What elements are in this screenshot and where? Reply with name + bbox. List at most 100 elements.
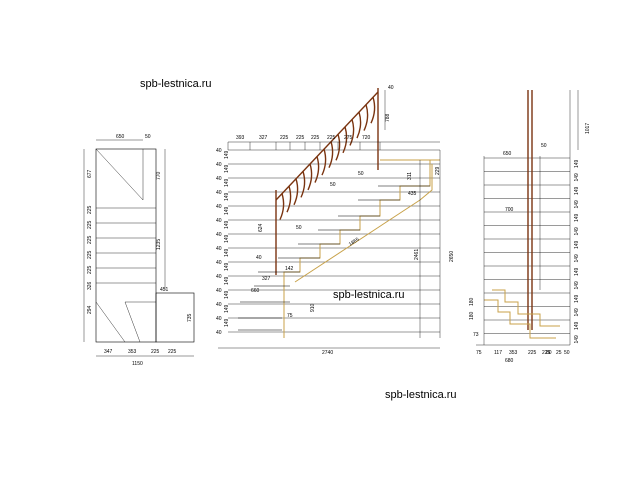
- front-dim-mid: 700: [505, 207, 514, 213]
- side-handrail: [275, 91, 379, 201]
- plan-dim-bottom: 353: [128, 349, 137, 355]
- side-dim-inner: 50: [330, 182, 336, 188]
- side-baluster: [293, 178, 299, 206]
- front-dim-right: 149: [574, 213, 580, 222]
- side-dim-left-inner: 149: [224, 178, 230, 187]
- side-dim-left: 40: [216, 162, 222, 168]
- side-baluster: [307, 163, 313, 191]
- side-baluster: [321, 148, 327, 176]
- plan-landing: [155, 292, 195, 343]
- side-dim-inner: 660: [251, 288, 260, 294]
- front-dim-bottom: 117: [494, 350, 502, 356]
- front-dim-bottom: 225: [528, 350, 537, 356]
- plan-treads: [96, 207, 156, 284]
- side-dim-rail-top: 40: [388, 85, 394, 91]
- side-baluster: [342, 126, 348, 154]
- side-dim-inner: 624: [258, 223, 264, 232]
- front-dim-bottom: 75: [476, 350, 482, 356]
- side-dim-inner: 50: [358, 171, 364, 177]
- plan-dim-left: 225: [87, 205, 93, 214]
- side-dim-left-inner: 149: [224, 220, 230, 229]
- side-baluster: [349, 119, 355, 146]
- side-dim-top: 275: [344, 135, 353, 141]
- plan-dim-top: 50: [145, 134, 151, 140]
- plan-dim-bottom: 225: [168, 349, 177, 355]
- side-dim-inner: 142: [285, 266, 294, 272]
- side-baluster: [370, 96, 376, 124]
- side-grid-verticals: [227, 142, 381, 150]
- front-dim-total: 680: [505, 358, 514, 364]
- plan-dim-total: 1150: [132, 361, 143, 367]
- front-level-lines: [484, 157, 570, 334]
- side-dim-inner: 75: [287, 313, 293, 319]
- side-dim-left: 40: [216, 190, 222, 196]
- front-bottom-steps: [492, 289, 560, 327]
- front-right-dims: 1491491491491491491491491491491491491491…: [574, 159, 580, 343]
- side-balusters: [279, 96, 376, 220]
- side-dim-left: 40: [216, 148, 222, 154]
- front-dim-bottom: 225: [542, 350, 551, 356]
- side-dim-left-inner: 149: [224, 248, 230, 257]
- side-dim-bottom: 2740: [322, 350, 333, 356]
- plan-dim-right: 770: [156, 171, 162, 180]
- side-dim-inner: 910: [310, 303, 316, 312]
- side-dim-left-inner: 149: [224, 304, 230, 313]
- side-dim-height-1: 2461: [414, 249, 420, 260]
- side-dim-inner: 327: [262, 276, 271, 282]
- side-dim-rail-side: 788: [385, 113, 391, 122]
- front-dim-rail-height: 1017: [585, 123, 591, 134]
- side-dim-left-inner: 149: [224, 290, 230, 299]
- side-stringer-inner: [294, 164, 433, 283]
- side-dim-inner: 40: [256, 255, 262, 261]
- front-dim-right: 149: [574, 254, 580, 263]
- front-view: 650 50 1017 700 680 14914914914914914914…: [469, 90, 591, 364]
- side-baluster: [328, 141, 334, 168]
- plan-winder-line-bottom: [95, 301, 126, 343]
- side-dim-left: 40: [216, 218, 222, 224]
- front-dim-right: 149: [574, 227, 580, 236]
- front-dim-right: 149: [574, 335, 580, 344]
- side-dim-left-inner: 149: [224, 262, 230, 271]
- plan-dim-top: 650: [116, 134, 125, 140]
- side-dim-left: 40: [216, 302, 222, 308]
- front-dim-right: 149: [574, 281, 580, 290]
- front-dim-left: 73: [473, 332, 479, 338]
- plan-winder-line-bottom: [124, 301, 141, 343]
- plan-dim-left: 225: [87, 235, 93, 244]
- side-dim-top: 225: [280, 135, 289, 141]
- front-dim-right: 149: [574, 240, 580, 249]
- side-dim-inner: 435: [408, 191, 417, 197]
- side-dim-stringer: 1865: [348, 236, 361, 247]
- side-dim-top: 720: [362, 135, 371, 141]
- plan-dim-landing-top: 451: [160, 287, 169, 293]
- side-dim-left: 40: [216, 232, 222, 238]
- side-dim-height-2: 2650: [449, 251, 455, 262]
- front-dim-right: 149: [574, 200, 580, 209]
- plan-dim-landing-side: 735: [187, 313, 193, 322]
- side-dim-left: 40: [216, 260, 222, 266]
- side-dim-top: 225: [311, 135, 320, 141]
- front-dim-right: 149: [574, 159, 580, 168]
- side-dim-left-inner: 149: [224, 192, 230, 201]
- front-dim-top: 650: [503, 151, 512, 157]
- side-dim-left-inner: 149: [224, 150, 230, 159]
- side-dim-inner: 229: [435, 166, 441, 175]
- front-dim-bottom: 25: [556, 350, 562, 356]
- side-dim-top: 225: [296, 135, 305, 141]
- side-baluster: [356, 111, 362, 139]
- side-baluster: [363, 104, 369, 131]
- plan-dim-left: 326: [87, 281, 93, 290]
- front-dim-right: 149: [574, 173, 580, 182]
- front-dim-right: 149: [574, 308, 580, 317]
- plan-dim-left: 225: [87, 220, 93, 229]
- front-dim-right: 149: [574, 267, 580, 276]
- side-dim-left-inner: 149: [224, 318, 230, 327]
- plan-dim-bottom: 347: [104, 349, 113, 355]
